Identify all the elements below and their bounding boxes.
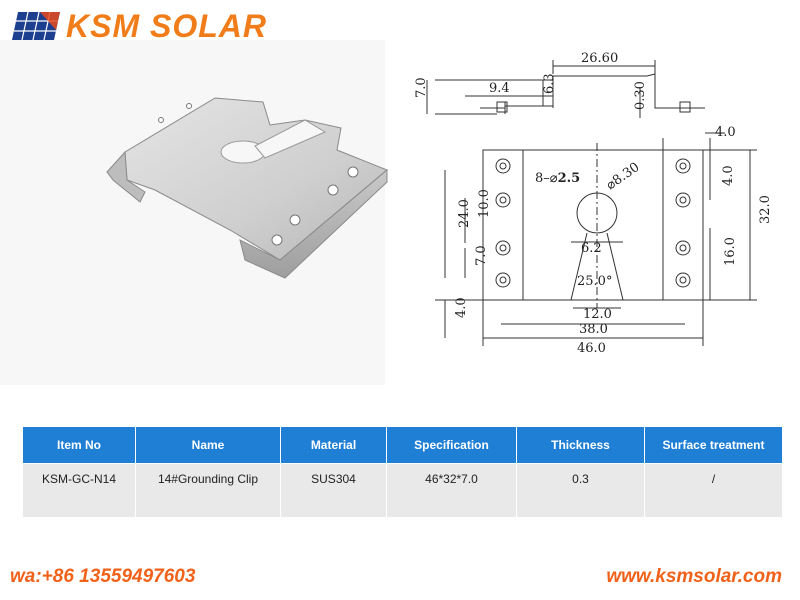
- cell-name: 14#Grounding Clip: [135, 463, 281, 518]
- cell-thickness: 0.3: [516, 463, 645, 518]
- dim-slot-angle: 25.0°: [577, 274, 612, 289]
- dim-left-lower: 7.0: [474, 245, 489, 266]
- header-surface-treatment: Surface treatment: [644, 426, 783, 464]
- dim-top-step: 6.3: [542, 73, 557, 94]
- brand-name: KSM SOLAR: [66, 8, 267, 44]
- dim-inner-width: 38.0: [579, 322, 608, 337]
- product-photo: [106, 97, 388, 279]
- header-item-no: Item No: [22, 426, 136, 464]
- header-thickness: Thickness: [516, 426, 645, 464]
- dim-right-upper: 4.0: [721, 165, 736, 186]
- cell-item-no: KSM-GC-N14: [22, 463, 136, 518]
- dim-slot-width: 12.0: [583, 307, 612, 322]
- dim-slot-neck: 6.2: [581, 241, 602, 256]
- dim-right-margin: 4.0: [715, 125, 736, 140]
- holes-note: 8–⌀2.5: [535, 171, 580, 186]
- footer-phone: wa:+86 13559497603: [10, 566, 196, 587]
- side-profile: [480, 73, 705, 109]
- header-name: Name: [135, 426, 281, 464]
- dim-top-thickness: 0.30: [633, 81, 648, 110]
- solar-panel-icon: [12, 11, 60, 41]
- dim-left-span: 24.0: [457, 199, 472, 228]
- dim-left-pitch: 10.0: [477, 189, 492, 218]
- mounting-holes: [495, 158, 691, 288]
- header-specification: Specification: [386, 426, 517, 464]
- table-header-row: Item No Name Material Specification Thic…: [22, 426, 783, 464]
- footer-website-link[interactable]: www.ksmsolar.com: [606, 566, 782, 587]
- spec-table: Item No Name Material Specification Thic…: [22, 426, 783, 518]
- cell-specification: 46*32*7.0: [386, 463, 517, 518]
- dim-overall-width: 46.0: [577, 341, 606, 356]
- dim-top-overall: 26.60: [581, 51, 618, 66]
- technical-drawing: 26.60 7.0 9.4 6.3 0.30 4.0 8–⌀2.5 ⌀8.30 …: [414, 51, 773, 356]
- cell-material: SUS304: [280, 463, 387, 518]
- brand-logo: KSM SOLAR: [10, 6, 266, 46]
- dim-top-height: 7.0: [414, 77, 429, 98]
- dim-right-lower: 16.0: [723, 237, 738, 266]
- dim-top-flange: 9.4: [489, 81, 510, 96]
- dim-center-hole: ⌀8.30: [604, 160, 643, 193]
- dim-bottom-margin: 4.0: [454, 297, 469, 318]
- cell-surface-treatment: /: [644, 463, 783, 518]
- table-row: KSM-GC-N14 14#Grounding Clip SUS304 46*3…: [22, 463, 783, 518]
- dim-right-height: 32.0: [758, 195, 773, 224]
- header-material: Material: [280, 426, 387, 464]
